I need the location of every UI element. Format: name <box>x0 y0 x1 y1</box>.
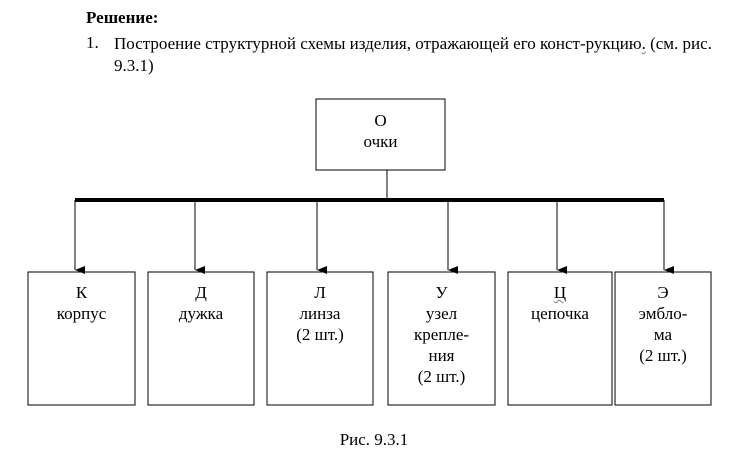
root-name: очки <box>363 132 398 151</box>
root-letter: О <box>374 111 387 130</box>
list-item-text-mark: . <box>641 34 646 53</box>
component-text-line: корпус <box>56 304 107 323</box>
component-text-line: (2 шт.) <box>417 367 466 386</box>
component-text-line: цепочка <box>531 304 589 323</box>
component-text-line: (2 шт.) <box>639 346 687 365</box>
component-text-line: (2 шт.) <box>296 325 344 344</box>
list-item-text-ref: (см. рис. 9.3.1) <box>114 34 712 75</box>
component-box-4 <box>387 271 496 406</box>
component-box-1 <box>27 271 136 406</box>
component-letter: К <box>75 283 88 302</box>
component-letter: Д <box>195 283 207 302</box>
list-item-text-main: Построение структурной схемы изделия, от… <box>114 34 642 53</box>
root-label: О очки <box>316 110 445 152</box>
component-box-5 <box>507 271 613 406</box>
solution-heading: Решение: <box>86 8 159 27</box>
component-text-line: эмбло- <box>638 304 688 323</box>
component-letter: Э <box>657 283 669 302</box>
component-text-line: линза <box>299 304 341 323</box>
component-text-line: узел <box>425 304 458 323</box>
component-text-line: ма <box>653 325 673 344</box>
list-item-text: Построение структурной схемы изделия, от… <box>114 33 714 77</box>
component-text-line: дужка <box>178 304 224 323</box>
figure-caption: Рис. 9.3.1 <box>339 430 409 449</box>
component-text-line: ния <box>428 346 455 365</box>
component-letter: Л <box>314 283 326 302</box>
component-letter: У <box>435 283 448 302</box>
component-letter: Ц <box>553 283 567 302</box>
component-text-line: крепле- <box>413 325 470 344</box>
component-box-2 <box>147 271 255 406</box>
list-item-number: 1. <box>86 33 99 52</box>
root-box <box>315 98 446 171</box>
component-box-3 <box>266 271 374 406</box>
component-box-6 <box>614 271 712 406</box>
